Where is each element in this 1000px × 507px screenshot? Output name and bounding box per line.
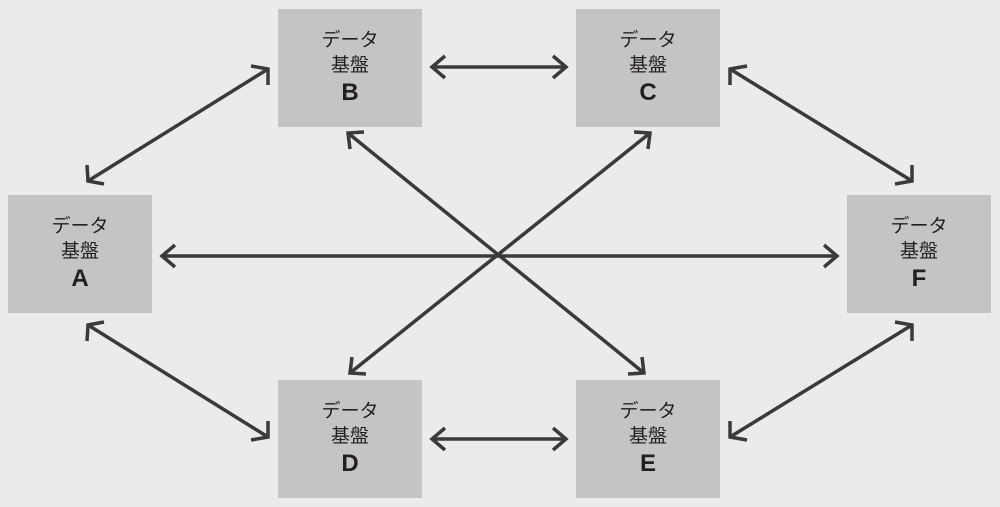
node-label-line1: データ [51,215,109,237]
node-letter: E [639,450,656,477]
node-label-line1: データ [619,29,677,51]
arrow-E-F [728,320,914,442]
node-label-line1: データ [619,400,677,422]
node-data-platform-d: データ 基盤 D [278,380,422,498]
node-data-platform-c: データ 基盤 C [576,9,720,127]
arrow-D-E [429,426,569,452]
node-letter: B [341,79,359,106]
node-label-line2: 基盤 [60,240,99,262]
node-letter: A [71,265,89,292]
node-data-platform-b: データ 基盤 B [278,9,422,127]
node-letter: D [341,450,359,477]
node-letter: C [639,79,657,106]
arrow-A-D [85,320,270,442]
arrow-C-D [348,130,652,376]
node-data-platform-a: データ 基盤 A [8,195,152,313]
node-label-line1: データ [321,400,379,422]
arrow-B-E [346,130,646,376]
arrow-C-F [728,64,914,186]
node-label-line2: 基盤 [628,425,667,447]
node-data-platform-e: データ 基盤 E [576,380,720,498]
node-label-line2: 基盤 [628,54,667,76]
node-label-line1: データ [890,215,948,237]
node-data-platform-f: データ 基盤 F [847,195,991,313]
node-letter: F [911,265,927,292]
arrow-B-C [429,54,569,80]
node-label-line2: 基盤 [330,54,369,76]
arrow-A-B [85,64,270,186]
node-label-line2: 基盤 [330,425,369,447]
node-label-line1: データ [321,29,379,51]
node-label-line2: 基盤 [899,240,938,262]
